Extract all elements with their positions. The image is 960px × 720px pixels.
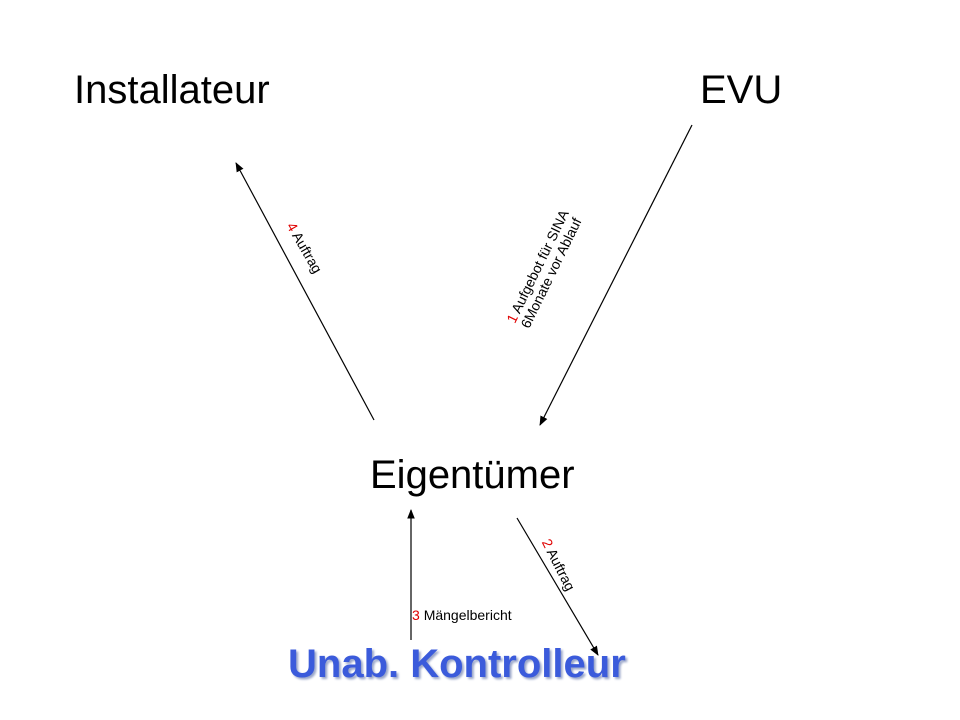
- step3-text: Mängelbericht: [423, 607, 512, 623]
- owner-node: Eigentümer: [370, 453, 575, 497]
- evu-node: EVU: [700, 68, 783, 112]
- step3-label: 3 Mängelbericht: [412, 607, 512, 623]
- arrow-evu-to-owner: [539, 124, 693, 426]
- installer-node: Installateur: [74, 68, 270, 112]
- arrow-owner-to-inspector: [516, 517, 599, 656]
- step3-number: 3: [412, 607, 420, 623]
- inspector-node: Unab. Kontrolleur: [288, 642, 626, 686]
- arrow-owner-to-installer: [235, 162, 375, 421]
